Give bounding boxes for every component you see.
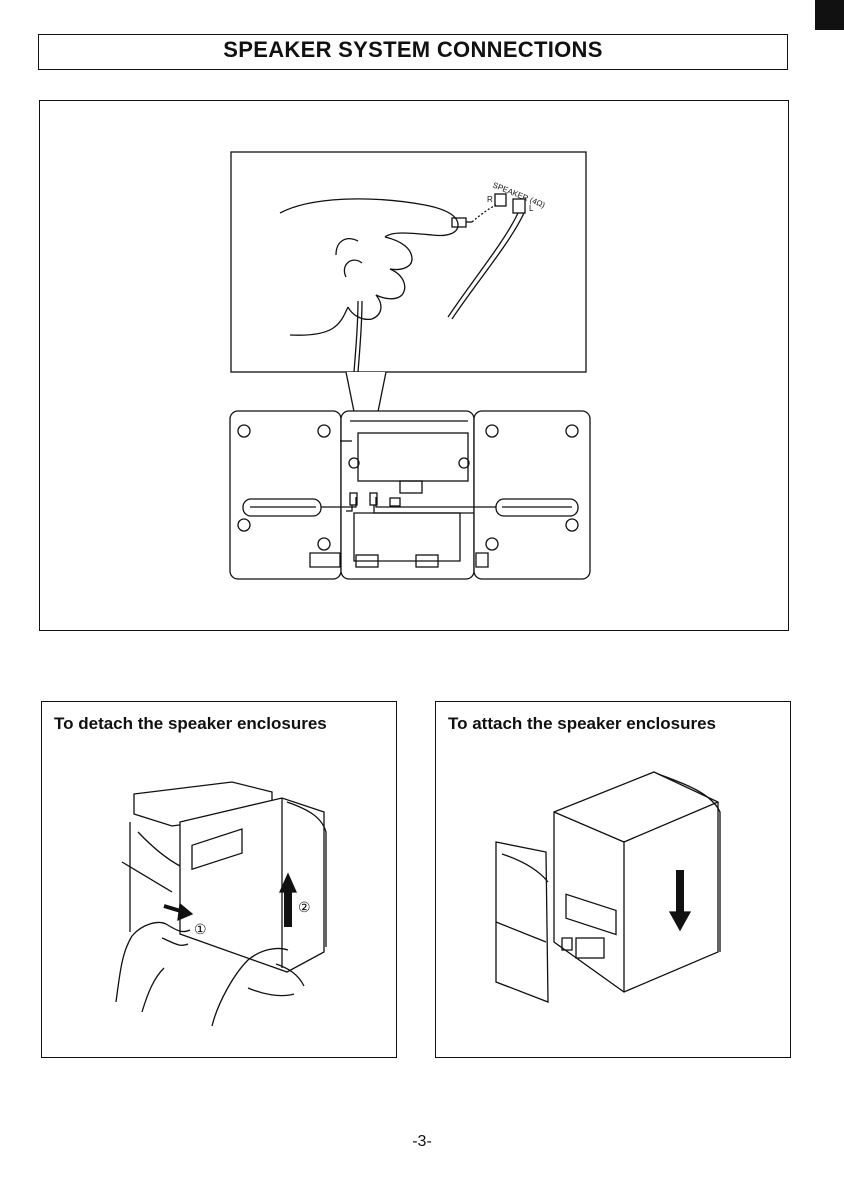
connection-figure: SPEAKER (4Ω) R L: [39, 100, 789, 631]
jack-r-label: R: [487, 195, 493, 204]
main-unit: [341, 411, 474, 579]
attach-illustration: [436, 702, 792, 1059]
speaker-enclosure: [180, 798, 324, 972]
page-number: -3-: [0, 1133, 844, 1151]
closeup-inset: [231, 152, 586, 372]
step2-marker: ②: [298, 899, 311, 915]
page-corner-mark: [815, 0, 844, 30]
section-title-box: SPEAKER SYSTEM CONNECTIONS: [38, 34, 788, 70]
right-speaker-enclosure: [474, 411, 590, 579]
attach-panel: To attach the speaker enclosures: [435, 701, 791, 1058]
jack-l-label: L: [529, 204, 534, 213]
speaker-enclosure: [554, 772, 718, 992]
detach-illustration: ① ②: [42, 702, 398, 1059]
connection-illustration: SPEAKER (4Ω) R L: [40, 101, 790, 632]
step1-marker: ①: [194, 921, 207, 937]
detach-panel: To detach the speaker enclosures: [41, 701, 397, 1058]
section-title: SPEAKER SYSTEM CONNECTIONS: [223, 37, 602, 63]
